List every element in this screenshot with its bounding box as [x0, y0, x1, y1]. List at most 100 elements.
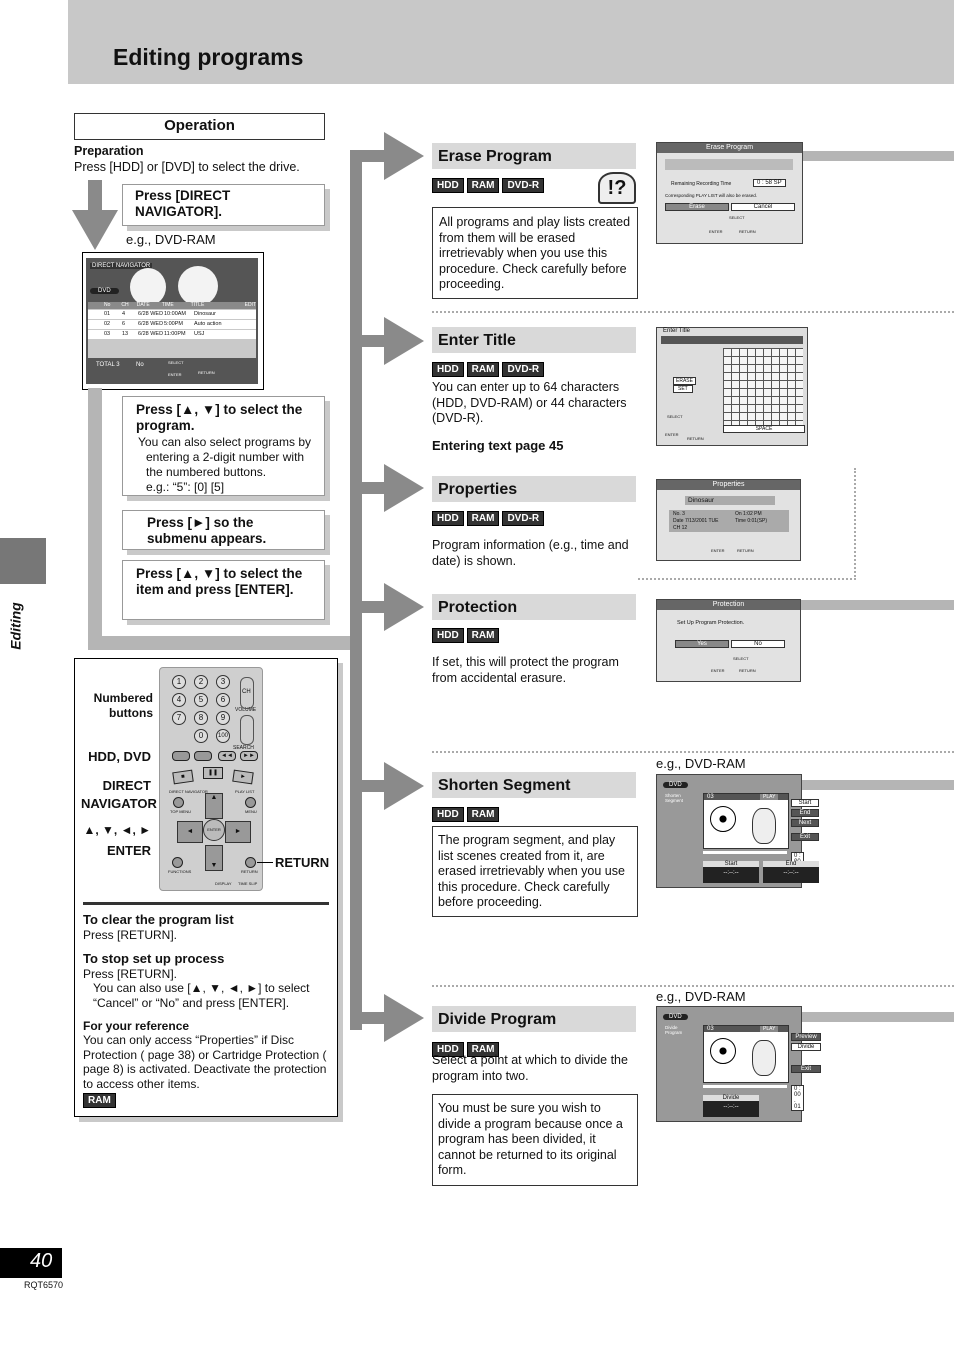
erase-btn-cancel[interactable]: Cancel	[731, 203, 795, 211]
entertitle-erase[interactable]: ERASE	[673, 377, 696, 385]
branch-arrow-title	[384, 317, 424, 365]
direct-nav-label: DIRECT NAVIGATOR	[169, 789, 208, 794]
entertitle-set[interactable]: SET	[673, 385, 693, 393]
key-1[interactable]: 1	[172, 675, 186, 689]
shorten-menu-exit[interactable]: Exit	[791, 833, 819, 841]
arrow-left-button[interactable]: ◄	[177, 821, 203, 843]
arrow-up-button[interactable]: ▲	[205, 793, 223, 819]
entertitle-field	[661, 336, 803, 344]
erase-text: All programs and play lists created from…	[439, 215, 631, 291]
enter-button[interactable]: ENTER	[203, 819, 225, 841]
branch-arrow-shorten	[384, 762, 424, 810]
key-6[interactable]: 6	[216, 693, 230, 707]
divide-val: --:--:--	[723, 1104, 739, 1110]
protection-enter: ENTER	[711, 668, 725, 673]
protection-heading: Protection	[432, 594, 636, 620]
divide-side: Divide Program	[665, 1025, 683, 1035]
branch-h-erase	[350, 150, 386, 162]
arrow-down-button[interactable]: ▼	[205, 845, 223, 871]
volume-label: VOLUME	[235, 707, 257, 713]
key-9[interactable]: 9	[216, 711, 230, 725]
side-tab	[0, 538, 46, 584]
key-4[interactable]: 4	[172, 693, 186, 707]
key-5[interactable]: 5	[194, 693, 208, 707]
shorten-start-val: --:--:--	[723, 870, 739, 876]
functions-label: FUNCTIONS	[168, 869, 192, 874]
divide-menu-preview[interactable]: Preview	[791, 1033, 821, 1041]
entertitle-space[interactable]: SPACE	[723, 425, 805, 433]
properties-date: Date 7/13/2001 TUE	[673, 518, 719, 524]
preparation-label: Preparation	[74, 144, 144, 158]
ff-button[interactable]: ►►	[240, 751, 258, 761]
rewind-button[interactable]: ◄◄	[218, 751, 236, 761]
key-7[interactable]: 7	[172, 711, 186, 725]
col-no: No	[104, 302, 111, 308]
shorten-start-box: Start --:--:--	[703, 861, 759, 883]
volume-rocker[interactable]	[240, 715, 254, 745]
arrow-right-button[interactable]: ►	[225, 821, 251, 843]
shorten-text: The program segment, and play list scene…	[438, 833, 625, 909]
label-return: RETURN	[275, 855, 330, 870]
return-button[interactable]	[245, 857, 256, 868]
playlist-button[interactable]	[245, 797, 256, 808]
branch-arrow-protection	[384, 583, 424, 631]
label-enter: ENTER	[106, 843, 151, 858]
protection-no[interactable]: No	[731, 640, 785, 648]
erase-screen-title: Erase Program	[657, 143, 802, 153]
shorten-menu-end[interactable]: End	[791, 809, 819, 817]
hdd-button[interactable]	[172, 751, 190, 761]
table-row[interactable]: 01 4 6/28 WED 10:00AM Dinosaur	[88, 310, 256, 319]
divide-menu-divide[interactable]: Divide	[791, 1043, 821, 1051]
char-grid[interactable]	[723, 348, 803, 428]
badge-ram: RAM	[466, 178, 500, 193]
step2-eg: e.g.: “5”: [0] [5]	[146, 480, 225, 494]
erase-body: All programs and play lists created from…	[432, 207, 638, 299]
entertitle-ref: Entering text page 45	[432, 438, 564, 453]
key-0[interactable]: 0	[194, 729, 208, 743]
branch-h-shorten	[350, 780, 386, 792]
timeslip-label: TIME SLIP	[238, 881, 258, 886]
erase-btn-erase[interactable]: Erase	[665, 203, 729, 211]
shorten-menu-start[interactable]: Start	[791, 799, 819, 807]
divide-menu-exit[interactable]: Exit	[791, 1065, 821, 1073]
eg-dvd-ram: e.g., DVD-RAM	[126, 232, 216, 247]
search-label: SEARCH	[233, 745, 254, 751]
dpad: ▲ ▼ ◄ ► ENTER	[177, 793, 251, 873]
key-2[interactable]: 2	[194, 675, 208, 689]
protection-bar	[798, 600, 954, 610]
navigator-frame: DIRECT NAVIGATOR DVD No CH DATE TIME TIT…	[82, 252, 264, 390]
play-button[interactable]: ►	[232, 769, 254, 785]
properties-screen-title: Properties	[657, 480, 800, 490]
key-8[interactable]: 8	[194, 711, 208, 725]
shorten-screen: DVD Shorten Segment 03 PLAY Start End Ne…	[656, 774, 819, 888]
face-right	[178, 266, 218, 306]
col-edit: EDIT	[244, 302, 256, 308]
ch-label: CH	[242, 689, 251, 695]
entertitle-screen-title: Enter Title	[663, 328, 691, 334]
entertitle-text: You can enter up to 64 characters (HDD, …	[432, 380, 627, 425]
step2-box: Press [▲, ▼] to select the program. You …	[122, 396, 325, 496]
dvd-button[interactable]	[194, 751, 212, 761]
table-row[interactable]: 03 13 6/28 WED 11:00PM USJ	[88, 330, 256, 339]
step2-title: Press [▲, ▼] to select the program.	[136, 402, 303, 433]
ref-badge: RAM	[83, 1093, 116, 1108]
properties-ch: CH 12	[673, 525, 688, 531]
branch-h-properties	[350, 482, 386, 494]
navigator-screen: DIRECT NAVIGATOR DVD No CH DATE TIME TIT…	[86, 258, 258, 384]
direct-nav-button[interactable]	[173, 797, 184, 808]
functions-button[interactable]	[172, 857, 183, 868]
entertitle-return: RETURN	[687, 436, 704, 441]
key-3[interactable]: 3	[216, 675, 230, 689]
soccer-ball-icon	[710, 1038, 736, 1064]
table-row[interactable]: 02 6 6/28 WED 5:00PM Auto action	[88, 320, 256, 329]
key-100[interactable]: 100	[216, 729, 230, 743]
ch-rocker[interactable]	[240, 677, 254, 709]
protection-yes[interactable]: Yes	[675, 640, 729, 648]
divide-video: 03 PLAY	[703, 1025, 789, 1083]
shorten-menu-next[interactable]: Next	[791, 819, 819, 827]
pause-button[interactable]: ❚❚	[203, 767, 223, 779]
navigator-table: No CH DATE TIME TITLE EDIT 01 4 6/28 WED…	[88, 302, 256, 358]
badge-hdd: HDD	[432, 1042, 464, 1057]
